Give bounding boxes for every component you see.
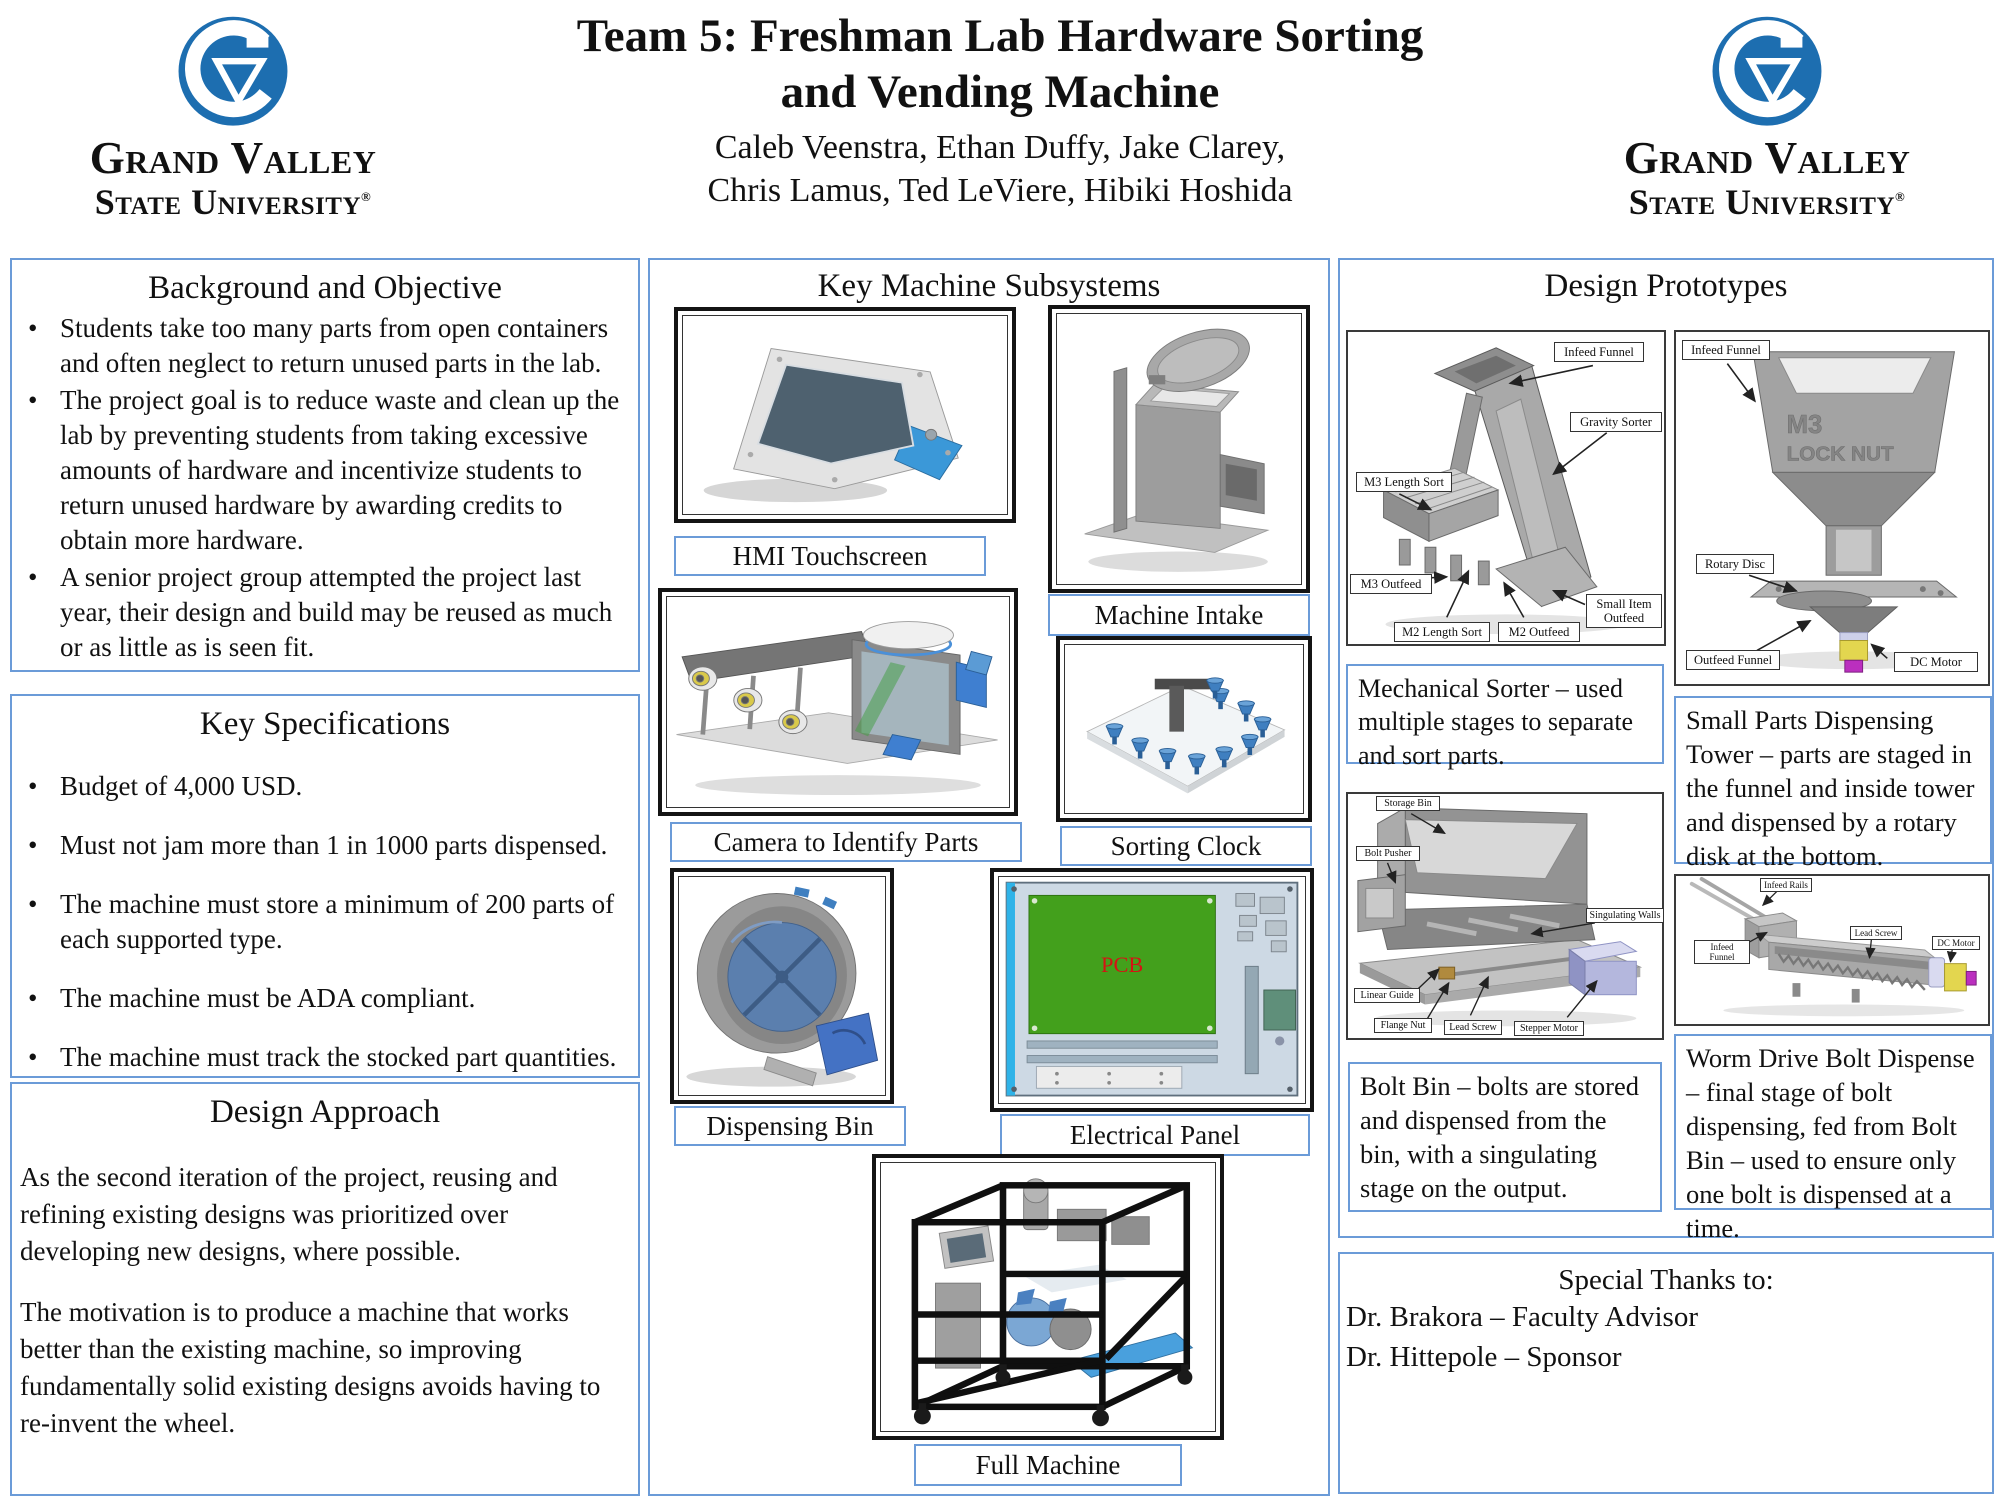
bullet-item: The machine must track the stocked part … xyxy=(12,1040,638,1075)
caption-full-machine: Full Machine xyxy=(914,1444,1182,1486)
full-machine-figure xyxy=(872,1154,1224,1440)
label-infeed-funnel: Infeed Funnel xyxy=(1694,940,1750,965)
sorting-clock-image xyxy=(1086,677,1286,794)
gvsu-logo-mark-icon xyxy=(1712,16,1822,126)
specs-bullets: Budget of 4,000 USD. Must not jam more t… xyxy=(12,769,638,1075)
background-bullets: Students take too many parts from open c… xyxy=(12,311,638,665)
logo-name-line1: Grand Valley xyxy=(89,133,377,183)
approach-paragraph: The motivation is to produce a machine t… xyxy=(20,1297,601,1438)
label-storage-bin: Storage Bin xyxy=(1376,796,1440,812)
poster-title-line1: Team 5: Freshman Lab Hardware Sorting xyxy=(576,10,1424,62)
caption-mechanical-sorter: Mechanical Sorter – used multiple stages… xyxy=(1346,664,1664,770)
mechanical-sorter-figure: Infeed Funnel Gravity Sorter M3 Length S… xyxy=(1346,330,1666,646)
label-m2-length-sort: M2 Length Sort xyxy=(1394,622,1490,642)
tower-embossed-line1: M3 xyxy=(1787,411,1823,439)
caption-camera: Camera to Identify Parts xyxy=(670,822,1022,862)
bullet-item: Budget of 4,000 USD. xyxy=(12,769,638,804)
bullet-item: The project goal is to reduce waste and … xyxy=(12,383,638,558)
label-m3-length-sort: M3 Length Sort xyxy=(1356,472,1452,492)
caption-hmi-touchscreen: HMI Touchscreen xyxy=(674,536,986,576)
label-dc-motor: DC Motor xyxy=(1932,936,1980,951)
label-stepper-motor: Stepper Motor xyxy=(1514,1021,1584,1037)
poster-title-line2: and Vending Machine xyxy=(780,66,1220,118)
label-singulating-walls: Singulating Walls xyxy=(1586,908,1664,924)
full-machine-image xyxy=(911,1178,1194,1427)
bullet-item: Must not jam more than 1 in 1000 parts d… xyxy=(12,828,638,863)
gvsu-logo-right: Grand Valley State University® xyxy=(1572,14,1962,220)
caption-bolt-bin: Bolt Bin – bolts are stored and dispense… xyxy=(1348,1062,1662,1212)
gvsu-logo-left: Grand Valley State University® xyxy=(38,14,428,220)
label-infeed-funnel: Infeed Funnel xyxy=(1554,342,1644,362)
label-bolt-pusher: Bolt Pusher xyxy=(1356,846,1420,862)
logo-name-line2: State University® xyxy=(1628,182,1906,222)
bolt-bin-image xyxy=(1357,806,1643,1027)
label-lead-screw: Lead Screw xyxy=(1850,926,1902,941)
dispensing-bin-image xyxy=(686,886,879,1087)
gvsu-logo-mark-icon xyxy=(178,16,288,126)
section-title: Key Specifications xyxy=(199,706,451,742)
worm-drive-figure: Infeed Rails Infeed Funnel Lead Screw DC… xyxy=(1674,874,1990,1026)
section-title: Design Prototypes xyxy=(1544,268,1788,304)
section-design-prototypes: Design Prototypes xyxy=(1338,258,1994,1243)
label-m2-outfeed: M2 Outfeed xyxy=(1498,622,1580,642)
hmi-touchscreen-figure xyxy=(674,307,1016,523)
label-dc-motor: DC Motor xyxy=(1894,652,1978,672)
caption-electrical-panel: Electrical Panel xyxy=(1000,1114,1310,1156)
registered-mark: ® xyxy=(1895,189,1906,204)
label-m3-outfeed: M3 Outfeed xyxy=(1350,574,1432,594)
section-title: Background and Objective xyxy=(148,270,502,306)
section-title: Key Machine Subsystems xyxy=(817,268,1161,304)
registered-mark: ® xyxy=(361,189,372,204)
bolt-bin-figure: Storage Bin Bolt Pusher Singulating Wall… xyxy=(1346,792,1664,1040)
section-title: Design Approach xyxy=(209,1094,441,1130)
label-rotary-disc: Rotary Disc xyxy=(1696,554,1774,574)
approach-paragraph: As the second iteration of the project, … xyxy=(20,1162,558,1266)
authors-line2: Chris Lamus, Ted LeViere, Hibiki Hoshida xyxy=(707,172,1293,209)
dispensing-tower-image: M3 LOCK NUT xyxy=(1726,351,1958,673)
sorting-clock-figure xyxy=(1056,636,1312,822)
label-linear-guide: Linear Guide xyxy=(1354,988,1420,1004)
label-gravity-sorter: Gravity Sorter xyxy=(1570,412,1662,432)
caption-dispensing-bin: Dispensing Bin xyxy=(674,1106,906,1146)
machine-intake-image xyxy=(1084,328,1270,572)
section-key-specifications: Key Specifications Budget of 4,000 USD. … xyxy=(10,694,640,1078)
worm-drive-image xyxy=(1689,876,1977,1017)
electrical-panel-image: PCB xyxy=(1005,881,1299,1097)
label-infeed-funnel: Infeed Funnel xyxy=(1682,340,1770,360)
bullet-item: A senior project group attempted the pro… xyxy=(12,560,638,665)
section-design-approach: Design Approach As the second iteration … xyxy=(10,1082,640,1496)
electrical-panel-figure: PCB xyxy=(990,868,1314,1112)
label-flange-nut: Flange Nut xyxy=(1374,1018,1432,1034)
caption-sorting-clock: Sorting Clock xyxy=(1060,826,1312,866)
bullet-item: The machine must be ADA compliant. xyxy=(12,981,638,1016)
thanks-line: Dr. Hittepole – Sponsor xyxy=(1346,1341,1622,1373)
pcb-label: PCB xyxy=(1101,952,1143,977)
bullet-item: The machine must store a minimum of 200 … xyxy=(12,887,638,957)
dispensing-tower-figure: M3 LOCK NUT Infeed Funnel Rotary Disc Ou… xyxy=(1674,330,1990,686)
caption-machine-intake: Machine Intake xyxy=(1048,594,1310,636)
special-thanks-title: Special Thanks to: xyxy=(1558,1264,1774,1296)
machine-intake-figure xyxy=(1048,305,1310,593)
camera-image xyxy=(676,621,998,796)
thanks-line: Dr. Brakora – Faculty Advisor xyxy=(1346,1301,1698,1333)
dispensing-bin-figure xyxy=(670,868,894,1104)
logo-name-line1: Grand Valley xyxy=(1623,133,1911,183)
tower-embossed-line2: LOCK NUT xyxy=(1787,443,1894,466)
section-special-thanks: Special Thanks to: Dr. Brakora – Faculty… xyxy=(1338,1252,1994,1494)
label-lead-screw: Lead Screw xyxy=(1444,1020,1502,1036)
label-outfeed-funnel: Outfeed Funnel xyxy=(1686,650,1780,670)
authors-line1: Caleb Veenstra, Ethan Duffy, Jake Clarey… xyxy=(714,129,1286,166)
logo-name-line2: State University® xyxy=(94,182,372,222)
bullet-item: Students take too many parts from open c… xyxy=(12,311,638,381)
section-key-machine-subsystems: Key Machine Subsystems HMI Touchscreen xyxy=(648,258,1330,1496)
hmi-touchscreen-image xyxy=(703,348,963,503)
poster-header: Team 5: Freshman Lab Hardware Sorting an… xyxy=(440,8,1560,212)
caption-worm-drive: Worm Drive Bolt Dispense – final stage o… xyxy=(1674,1034,1992,1243)
camera-figure xyxy=(658,588,1018,816)
caption-dispensing-tower: Small Parts Dispensing Tower – parts are… xyxy=(1674,696,1992,871)
section-background-objective: Background and Objective Students take t… xyxy=(10,258,640,672)
label-small-item-outfeed: Small Item Outfeed xyxy=(1586,594,1662,628)
label-infeed-rails: Infeed Rails xyxy=(1760,878,1812,893)
